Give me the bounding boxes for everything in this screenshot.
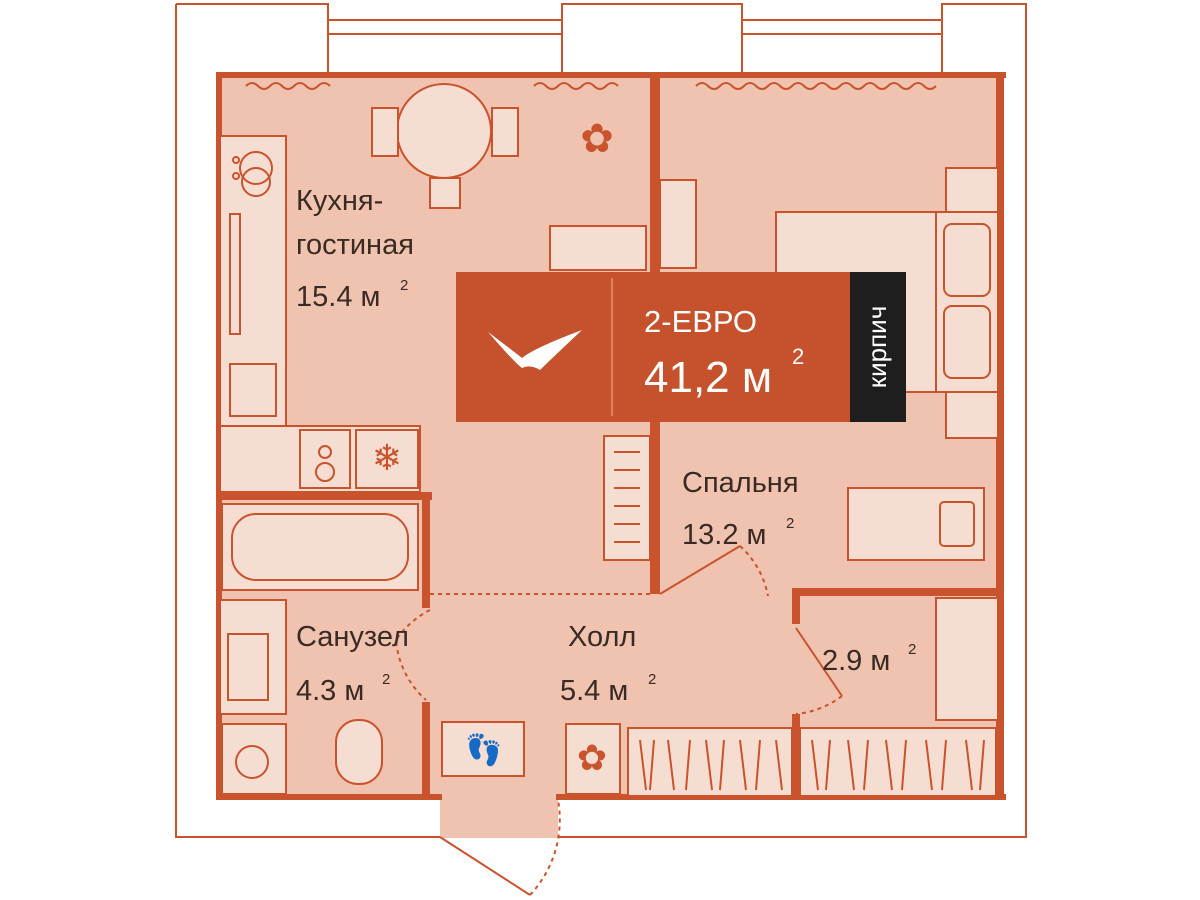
dining-table (396, 83, 492, 179)
window (741, 19, 943, 35)
storage-wardrobe (799, 727, 997, 797)
entrance-floor (440, 798, 558, 838)
top-wall (216, 72, 1006, 78)
bath-right-wall-lower (422, 702, 430, 798)
snowflake-icon: ❄ (372, 437, 402, 478)
bedroom-area-sup: 2 (786, 515, 794, 532)
nightstand (945, 167, 999, 213)
chair-left (371, 107, 399, 157)
window (327, 19, 563, 35)
storage-left-wall-lower (792, 714, 800, 796)
bedroom-area: 13.2 м (682, 519, 766, 551)
washing-drum (235, 745, 269, 779)
doormat (441, 721, 525, 777)
hall-area: 5.4 м (560, 675, 628, 707)
pillow (943, 305, 991, 379)
plant-icon: ✿ (580, 117, 614, 161)
storage-area: 2.9 м (822, 645, 890, 677)
curtains (245, 82, 937, 90)
hall-items (441, 597, 999, 797)
bathtub-inner (231, 513, 409, 581)
toilet (335, 719, 383, 785)
bathroom-sink (227, 633, 269, 701)
storage-door (795, 627, 843, 697)
shelf (603, 435, 651, 561)
apartment-area: 41,2 м (644, 353, 772, 402)
bathroom-area: 4.3 м (296, 675, 364, 707)
apartment-area-sup: 2 (792, 344, 804, 369)
bathroom-name: Санузел (296, 621, 409, 653)
kitchen-area-sup: 2 (400, 277, 408, 294)
material-tag: кирпич (862, 306, 892, 389)
range-hood (229, 213, 241, 335)
hall-name: Холл (568, 621, 636, 653)
crib-pillow (939, 501, 975, 547)
crib (847, 487, 985, 561)
shelf-lines (614, 451, 640, 543)
doors (394, 545, 843, 896)
apartment-banner: 2-ЕВРО 41,2 м 2 кирпич (456, 272, 906, 422)
bath-right-wall (422, 492, 430, 608)
tv-cabinet (549, 225, 647, 271)
kitchen-area: 15.4 м (296, 281, 380, 313)
fridge (355, 429, 419, 489)
bath-top-wall (220, 492, 432, 500)
stove-icon (232, 151, 335, 482)
kitchen-name-line1: Кухня- (296, 185, 383, 217)
bathroom-door (394, 609, 431, 701)
storage-left-wall (792, 588, 800, 624)
storage-top-wall (792, 588, 1000, 596)
storage-area-sup: 2 (908, 641, 916, 658)
chair-bottom (429, 177, 461, 209)
bird-logo-icon (488, 330, 582, 370)
material-tag-background (850, 272, 906, 422)
plant-pot (565, 723, 621, 795)
bathroom-area-sup: 2 (382, 671, 390, 688)
footprints-icon: 👣 (465, 731, 502, 768)
wardrobe (659, 179, 697, 269)
bathroom-fixtures (219, 503, 419, 795)
chair-right (491, 107, 519, 157)
plant-icon: ✿ (577, 737, 607, 778)
entrance-door (439, 836, 531, 896)
hall-area-sup: 2 (648, 671, 656, 688)
kitchen-sink (229, 363, 277, 417)
bedroom-door (659, 545, 741, 595)
nightstand (945, 391, 999, 439)
banner-background (456, 272, 850, 422)
pillow (943, 223, 991, 297)
bedroom-name: Спальня (682, 467, 799, 499)
hall-wardrobe (627, 727, 793, 797)
bottom-wall-left (216, 794, 442, 800)
kitchen-furniture (219, 83, 647, 493)
right-wall (996, 72, 1004, 800)
hanger-lines (639, 739, 985, 791)
kitchen-name-line2: гостиная (296, 229, 414, 261)
building-outline (175, 3, 1027, 838)
storage-shelves (935, 597, 999, 721)
apartment-type: 2-ЕВРО (644, 304, 757, 339)
